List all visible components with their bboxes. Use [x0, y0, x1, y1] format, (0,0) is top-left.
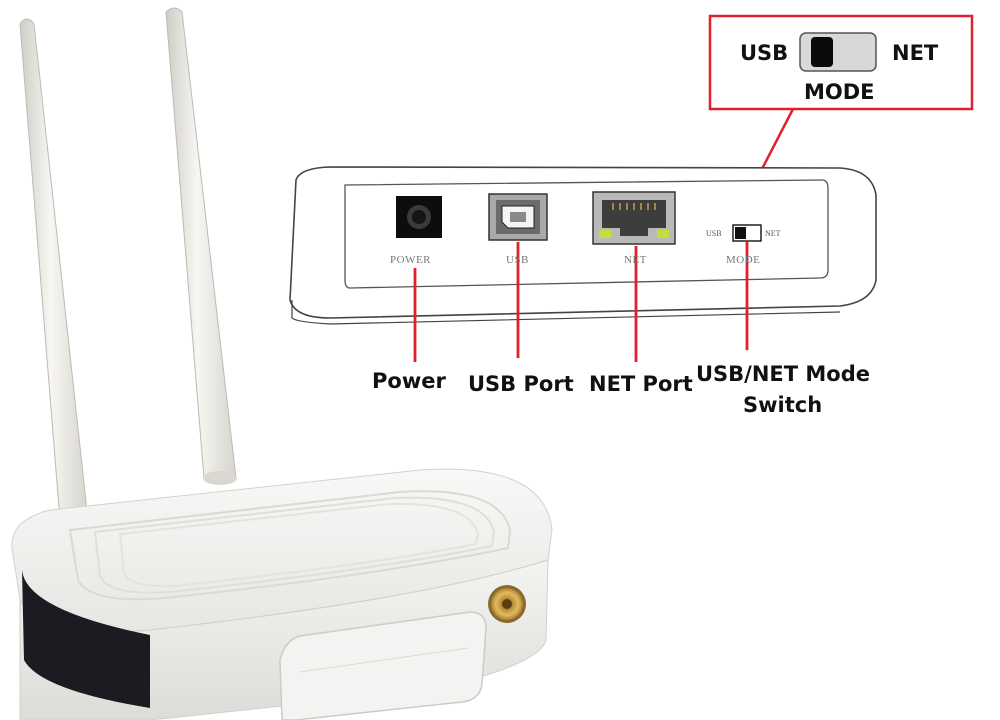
- usb-port-callout: USB Port: [468, 372, 574, 396]
- leader-lines: [413, 242, 749, 362]
- small-mode-switch: [732, 224, 762, 242]
- zoom-net-label: NET: [892, 41, 939, 65]
- right-antenna: [165, 7, 237, 485]
- switch-usb-caption: USB: [706, 229, 722, 238]
- switch-net-caption: NET: [765, 229, 781, 238]
- net-port-callout: NET Port: [589, 372, 693, 396]
- zoom-mode-caption: MODE: [804, 80, 875, 104]
- panel-recess: [344, 179, 829, 289]
- mode-caption: MODE: [726, 254, 761, 266]
- usb-b-port: [488, 193, 548, 241]
- net-caption: NET: [624, 254, 647, 266]
- power-jack: [396, 196, 442, 238]
- usb-caption: USB: [506, 254, 529, 266]
- rj45-port: [592, 191, 676, 245]
- mode-switch-callout-line1: USB/NET Mode: [696, 362, 871, 386]
- zoom-usb-label: USB: [740, 41, 789, 65]
- router-body: [11, 468, 553, 720]
- zoom-switch-knob: [811, 37, 833, 67]
- mode-switch-callout-line2: Switch: [743, 393, 823, 417]
- power-callout: Power: [372, 369, 446, 393]
- power-caption: POWER: [390, 254, 431, 266]
